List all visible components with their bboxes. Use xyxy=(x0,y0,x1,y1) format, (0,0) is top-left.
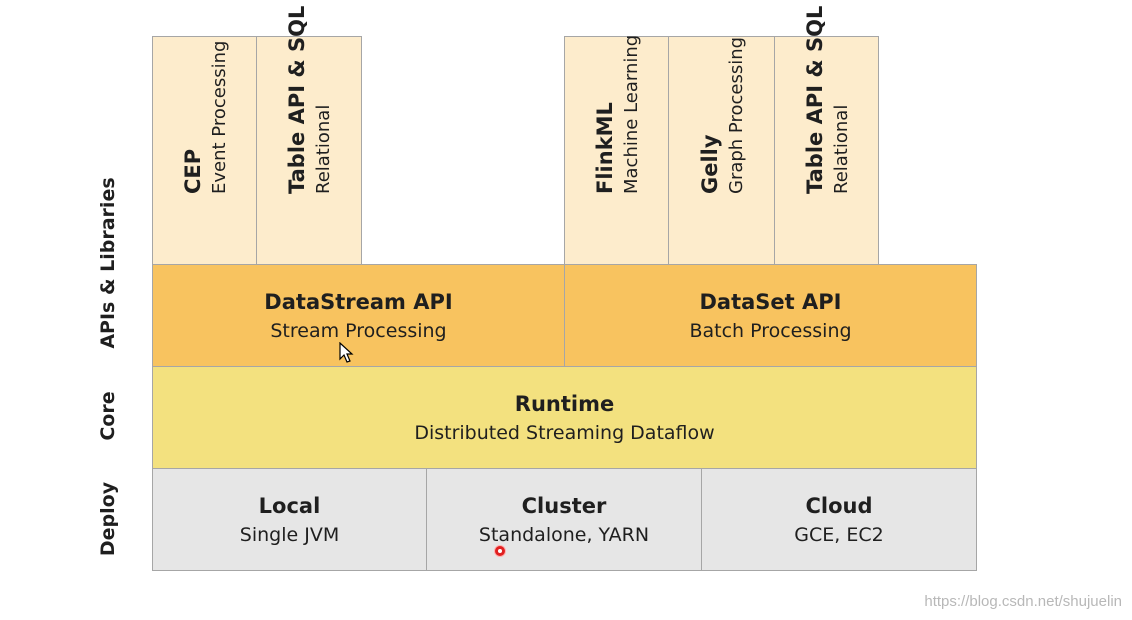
library-title: FlinkML xyxy=(592,102,617,194)
library-title: Gelly xyxy=(697,134,722,194)
library-flinkml: FlinkML Machine Learning xyxy=(564,34,669,265)
box-subtitle: Batch Processing xyxy=(689,319,852,342)
datastream-api-box: DataStream API Stream Processing xyxy=(152,264,565,367)
side-label-core: Core xyxy=(97,391,119,441)
deploy-cloud-box: Cloud GCE, EC2 xyxy=(701,468,977,571)
side-label-apis-libraries: APIs & Libraries xyxy=(97,177,119,349)
box-title: Runtime xyxy=(514,391,615,416)
library-subtitle: Relational xyxy=(830,104,852,194)
box-title: DataStream API xyxy=(264,289,453,314)
library-subtitle: Graph Processing xyxy=(725,36,747,194)
mouse-cursor-icon xyxy=(339,342,354,363)
library-cep: CEP Event Processing xyxy=(152,36,257,265)
box-title: Cloud xyxy=(805,493,873,518)
library-table-api-sql-streaming: Table API & SQL Relational xyxy=(256,6,362,265)
library-subtitle: Machine Learning xyxy=(620,34,642,194)
deploy-cluster-box: Cluster Standalone, YARN xyxy=(426,468,702,571)
library-title: Table API & SQL xyxy=(285,5,309,194)
click-indicator-icon xyxy=(494,545,506,557)
box-subtitle: Distributed Streaming Dataflow xyxy=(414,421,715,444)
box-title: Local xyxy=(258,493,321,518)
library-title: CEP xyxy=(180,148,205,194)
library-title: Table API & SQL xyxy=(802,5,827,194)
library-subtitle: Event Processing xyxy=(208,40,230,194)
library-subtitle: Relational xyxy=(313,104,334,194)
box-title: Cluster xyxy=(521,493,607,518)
library-table-api-sql-batch: Table API & SQL Relational xyxy=(774,6,879,265)
watermark: https://blog.csdn.net/shujuelin xyxy=(924,593,1122,610)
runtime-box: Runtime Distributed Streaming Dataflow xyxy=(152,366,977,469)
deploy-local-box: Local Single JVM xyxy=(152,468,427,571)
box-subtitle: Single JVM xyxy=(239,523,340,546)
dataset-api-box: DataSet API Batch Processing xyxy=(564,264,977,367)
box-subtitle: GCE, EC2 xyxy=(794,523,884,546)
box-subtitle: Standalone, YARN xyxy=(478,523,650,546)
box-subtitle: Stream Processing xyxy=(270,319,447,342)
side-label-deploy: Deploy xyxy=(97,481,119,557)
library-gelly: Gelly Graph Processing xyxy=(668,36,775,265)
box-title: DataSet API xyxy=(699,289,842,314)
